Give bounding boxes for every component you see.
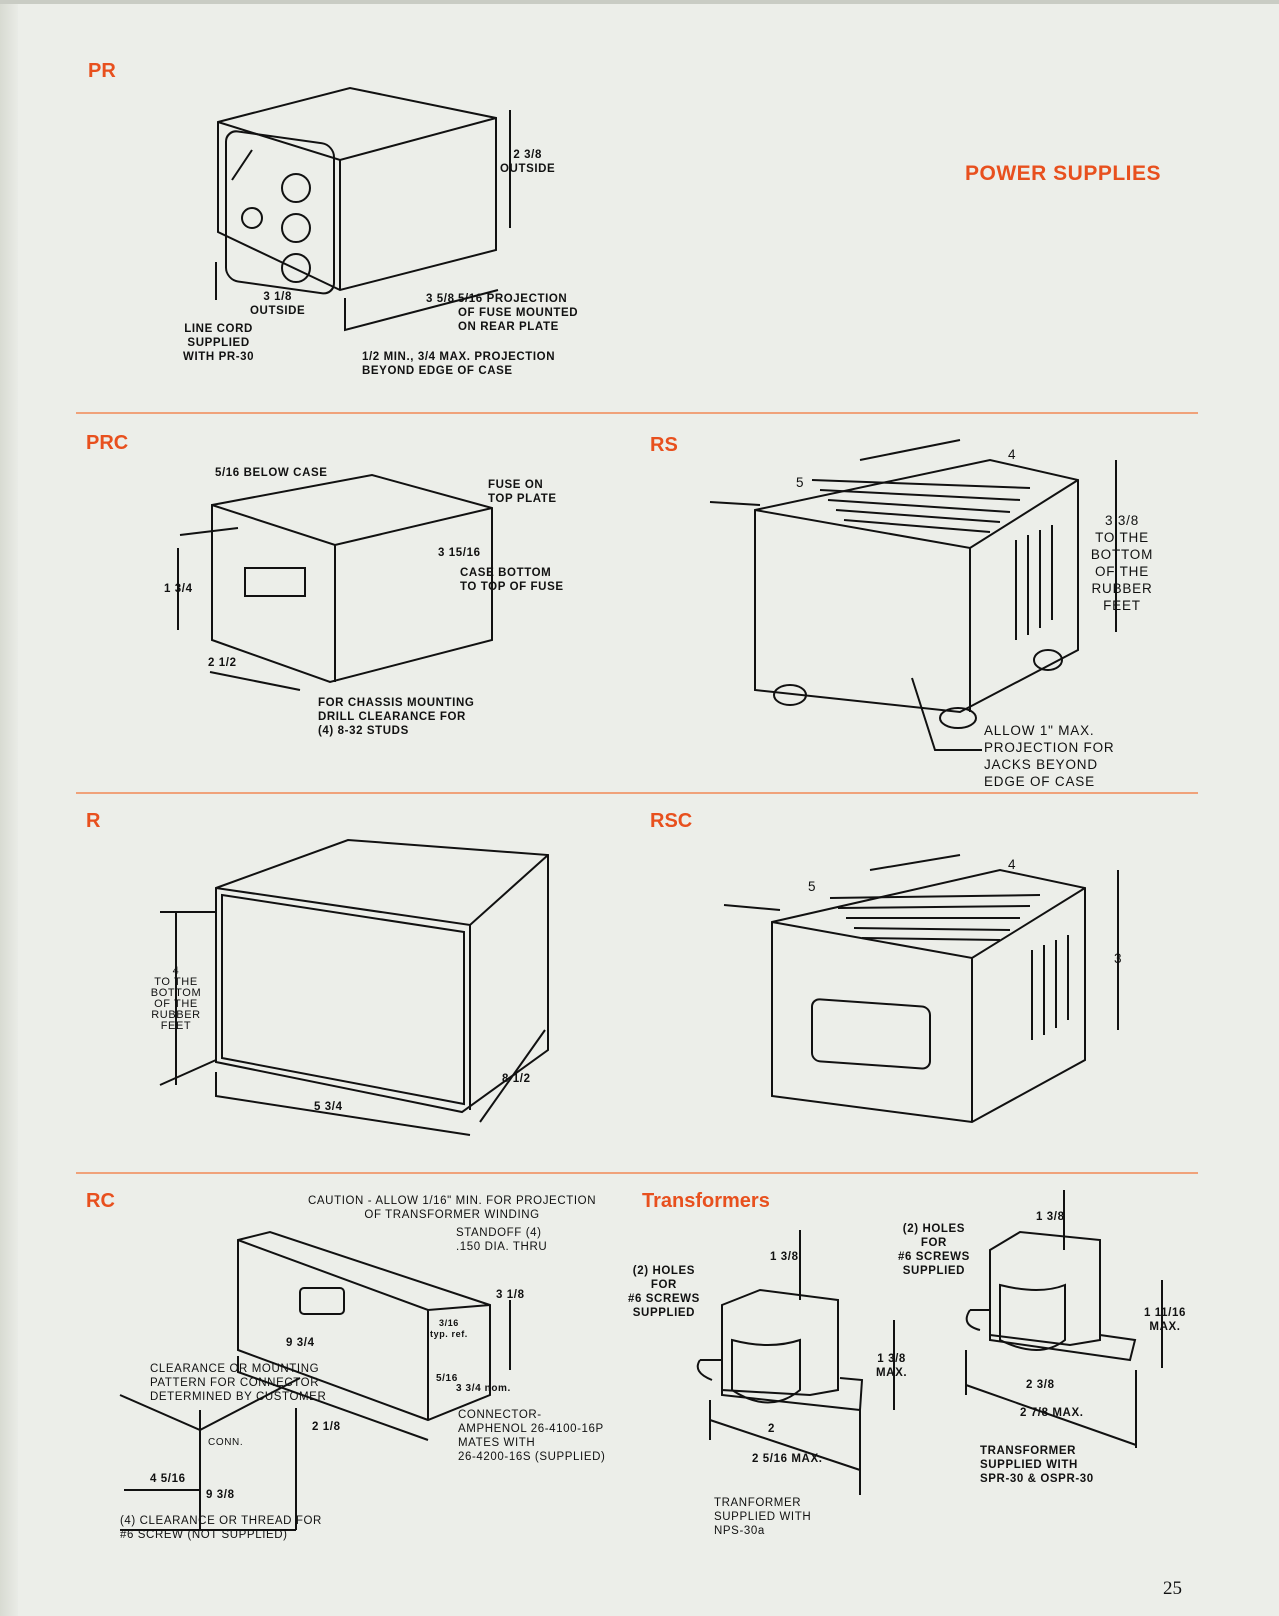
r-heading: R [86, 810, 101, 832]
rc-clearance-note: CLEARANCE OR MOUNTING PATTERN FOR CONNEC… [150, 1363, 327, 1403]
rsc-width-dimension: 4 [1008, 857, 1017, 872]
transformer-right-outer-width: 2 7/8 MAX. [1020, 1407, 1084, 1419]
transformer-right-drawing [965, 1190, 1163, 1448]
pr-height-dimension: 2 3/8 OUTSIDE [500, 149, 556, 175]
rs-jack-projection-note: ALLOW 1" MAX. PROJECTION FOR JACKS BEYON… [984, 723, 1115, 789]
rsc-height-dimension: 3 [1114, 951, 1123, 966]
pr-heading: PR [88, 60, 116, 82]
prc-case-bottom-note: CASE BOTTOM TO TOP OF FUSE [460, 567, 564, 593]
transformer-right-depth: 1 3/8 [1036, 1211, 1065, 1223]
transformer-right-caption: TRANSFORMER SUPPLIED WITH SPR-30 & OSPR-… [980, 1445, 1094, 1485]
page-top-edge [0, 0, 1279, 4]
pr-drawing [215, 86, 511, 332]
transformer-right-height: 1 11/16 MAX. [1144, 1307, 1186, 1333]
prc-height-dimension: 1 3/4 [164, 583, 193, 595]
rs-width-dimension: 4 [1008, 447, 1017, 462]
transformer-right-holes-note: (2) HOLES FOR #6 SCREWS SUPPLIED [898, 1223, 970, 1277]
rc-edge-dimension: 5/16 [436, 1373, 458, 1384]
rc-drawing [119, 1230, 511, 1531]
rc-thread-note: (4) CLEARANCE OR THREAD FOR #6 SCREW (NO… [120, 1515, 322, 1541]
transformer-left-height: 1 3/8 MAX. [876, 1353, 908, 1379]
page-title: POWER SUPPLIES [965, 162, 1162, 185]
r-height-dimension: 4 TO THE BOTTOM OF THE RUBBER FEET [150, 965, 202, 1032]
transformers-heading: Transformers [642, 1190, 770, 1212]
divider [76, 1172, 1198, 1174]
pr-projection-note: 1/2 MIN., 3/4 MAX. PROJECTION BEYOND EDG… [362, 351, 556, 377]
transformer-right-inner-width: 2 3/8 [1026, 1379, 1055, 1391]
prc-fuse-note: FUSE ON TOP PLATE [488, 479, 557, 505]
page-number: 25 [1163, 1578, 1182, 1599]
transformer-left-outer-width: 2 5/16 MAX. [752, 1453, 823, 1465]
prc-drawing [177, 473, 493, 691]
rc-length-dimension: 9 3/4 [286, 1337, 315, 1349]
rs-heading: RS [650, 434, 678, 456]
r-depth-dimension: 8 1/2 [502, 1073, 531, 1085]
rc-height-dimension: 3 1/8 [496, 1289, 525, 1301]
page-binding-edge [0, 0, 18, 1616]
pr-line-cord-note: LINE CORD SUPPLIED WITH PR-30 [183, 323, 255, 363]
rc-heading: RC [86, 1190, 115, 1212]
r-width-dimension: 5 3/4 [314, 1101, 343, 1113]
rc-offset-dimension: 4 5/16 [150, 1473, 186, 1485]
prc-depth-dimension: 3 15/16 [438, 547, 481, 559]
rc-typ-ref-dimension: 3/16 typ. ref. [430, 1318, 468, 1339]
prc-heading: PRC [86, 432, 129, 454]
transformer-left-depth: 1 3/8 [770, 1251, 799, 1263]
rc-connector-note: CONNECTOR- AMPHENOL 26-4100-16P MATES WI… [458, 1409, 606, 1463]
prc-below-case-note: 5/16 BELOW CASE [215, 467, 328, 479]
rs-drawing [709, 439, 1117, 751]
rc-standoff-note: STANDOFF (4) .150 DIA. THRU [456, 1227, 548, 1253]
prc-chassis-note: FOR CHASSIS MOUNTING DRILL CLEARANCE FOR… [318, 697, 475, 737]
rs-height-dimension: 3 3/8 TO THE BOTTOM OF THE RUBBER FEET [1090, 513, 1154, 613]
pr-depth-dimension: 3 5/8 [426, 293, 455, 305]
rsc-heading: RSC [650, 810, 693, 832]
prc-width-dimension: 2 1/2 [208, 657, 237, 669]
rsc-depth-dimension: 5 [808, 879, 817, 894]
rc-nominal-dimension: 3 3/4 nom. [456, 1383, 511, 1394]
transformer-left-inner-width: 2 [768, 1423, 775, 1435]
transformer-left-drawing [696, 1230, 895, 1495]
divider [76, 412, 1198, 414]
rc-caution-note: CAUTION - ALLOW 1/16" MIN. FOR PROJECTIO… [308, 1195, 597, 1221]
pr-fuse-note: 5/16 PROJECTION OF FUSE MOUNTED ON REAR … [458, 293, 579, 333]
rs-depth-dimension: 5 [796, 475, 805, 490]
transformer-left-caption: TRANFORMER SUPPLIED WITH NPS-30a [714, 1497, 812, 1537]
pr-width-dimension: 3 1/8 OUTSIDE [250, 291, 306, 317]
rc-vertical-spacing: 2 1/8 [312, 1421, 341, 1433]
rc-conn-label: CONN. [208, 1437, 244, 1448]
rsc-drawing [723, 854, 1119, 1124]
rc-span-dimension: 9 3/8 [206, 1489, 235, 1501]
transformer-left-holes-note: (2) HOLES FOR #6 SCREWS SUPPLIED [628, 1265, 700, 1319]
divider [76, 792, 1198, 794]
r-drawing [159, 838, 549, 1136]
